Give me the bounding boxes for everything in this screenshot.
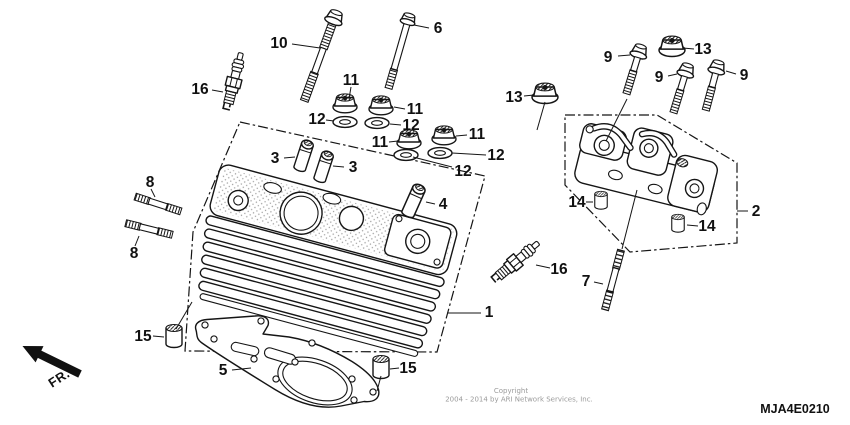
fr-direction-arrow-icon: FR. (22, 345, 82, 391)
head-bolt-10-drawing (299, 9, 343, 103)
callout-part-9-b: 9 (655, 69, 664, 86)
cap-nut-11-drawing (431, 125, 457, 146)
stud-bolt-8-drawing (133, 192, 183, 216)
callout-part-3-a: 3 (271, 150, 280, 167)
dowel-pin-15-drawing (165, 323, 183, 349)
diagram-code: MJA4E0210 (760, 402, 830, 416)
callout-part-1: 1 (485, 304, 494, 321)
callout-part-4: 4 (439, 196, 448, 213)
callout-part-13-b: 13 (505, 89, 523, 106)
rocker-holder-assembly-box (564, 114, 738, 253)
callout-part-12-a: 12 (308, 111, 325, 128)
callout-part-12-d: 12 (487, 147, 504, 164)
flange-nut-13-drawing (658, 35, 686, 58)
valve-guide-4-drawing (400, 181, 428, 220)
callout-part-11-a: 11 (343, 72, 360, 89)
callout-part-11-d: 11 (469, 126, 486, 143)
flange-bolt-9-drawing (617, 41, 651, 97)
dowel-pin-14-drawing (671, 213, 685, 233)
callout-part-6: 6 (434, 20, 443, 37)
dowel-pin-15-drawing (372, 354, 390, 380)
copyright-line-2: 2004 - 2014 by ARI Network Services, Inc… (445, 396, 593, 404)
flange-bolt-9-drawing (664, 60, 698, 116)
callout-part-3-b: 3 (349, 159, 358, 176)
callout-part-8-b: 8 (130, 245, 139, 262)
callout-part-13-a: 13 (694, 41, 712, 58)
flange-nut-13-drawing (531, 82, 559, 105)
callout-part-7: 7 (582, 273, 591, 290)
copyright-line-1: Copyright (494, 387, 528, 395)
cap-nut-11-drawing (332, 93, 358, 114)
head-gasket-drawing (194, 315, 380, 408)
spark-plug-16-drawing (488, 236, 544, 287)
callout-part-10: 10 (270, 35, 287, 52)
washer-12-drawing (393, 148, 419, 162)
bolt-6-drawing (384, 12, 416, 91)
rocker-holder-drawing (574, 123, 719, 216)
callout-part-5: 5 (219, 362, 228, 379)
callout-part-8-a: 8 (146, 174, 155, 191)
valve-guide-3-drawing (312, 148, 336, 185)
flange-bolt-9-drawing (696, 57, 729, 114)
callout-part-9-c: 9 (740, 67, 749, 84)
spark-plug-16-drawing (218, 50, 250, 112)
washer-12-drawing (364, 116, 390, 130)
callout-part-14-a: 14 (568, 194, 586, 211)
washer-12-drawing (427, 146, 453, 160)
callout-part-11-c: 11 (372, 134, 389, 151)
valve-guide-3-drawing (292, 137, 316, 174)
callout-part-16-b: 16 (550, 261, 568, 278)
washer-12-drawing (332, 115, 358, 129)
cylinder-head-drawing (198, 164, 458, 357)
callout-part-16-a: 16 (191, 81, 209, 98)
leader-lines (134, 24, 748, 392)
stud-bolt-8-drawing (124, 219, 174, 239)
cap-nut-11-drawing (368, 95, 394, 116)
callout-part-12-c: 12 (454, 163, 471, 180)
callout-part-11-b: 11 (407, 101, 424, 118)
stud-bolt-7-drawing (600, 248, 626, 312)
cooling-fins (198, 215, 445, 357)
dowel-pin-14-drawing (594, 190, 608, 210)
callout-part-12-b: 12 (402, 117, 419, 134)
callout-part-14-b: 14 (698, 218, 716, 235)
callout-part-15-b: 15 (399, 360, 417, 377)
callout-part-15-a: 15 (134, 328, 152, 345)
callout-part-9-a: 9 (604, 49, 613, 66)
callout-part-2: 2 (752, 203, 761, 220)
